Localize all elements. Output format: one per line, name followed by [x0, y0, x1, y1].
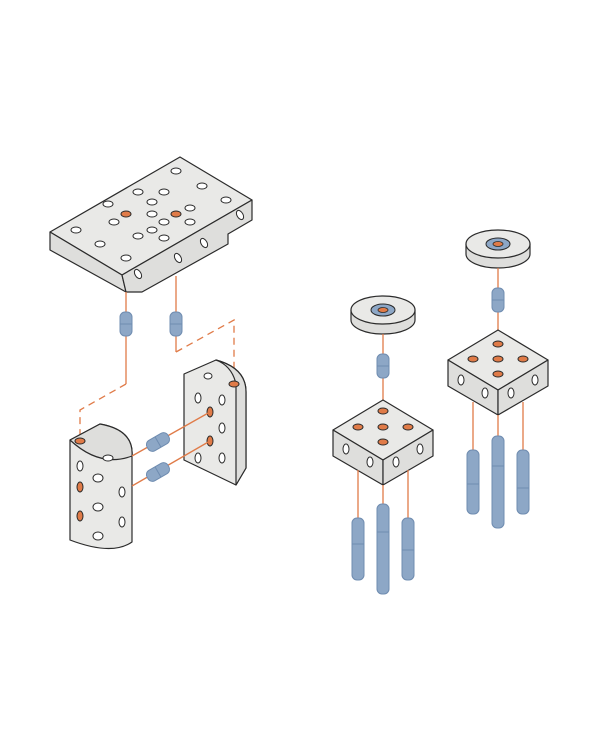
- dowel: [119, 311, 133, 337]
- long-peg: [376, 503, 390, 595]
- flat-side-curve: [215, 359, 247, 486]
- plate-holes: [70, 167, 232, 262]
- connector-line: [131, 440, 211, 487]
- long-peg: [466, 449, 480, 515]
- long-peg: [491, 435, 505, 529]
- cube-block-right: [447, 329, 549, 416]
- dowel: [169, 311, 183, 337]
- round-cap-middle: [350, 295, 416, 335]
- guide-line: [175, 318, 235, 384]
- long-peg: [401, 517, 415, 581]
- long-peg: [516, 449, 530, 515]
- long-peg: [351, 517, 365, 581]
- dowel: [376, 353, 390, 379]
- half-round-block: [69, 423, 133, 550]
- plate-side-face: [121, 199, 253, 293]
- dowel: [145, 462, 171, 482]
- plate-accent-hole: [170, 210, 182, 218]
- dowel: [491, 287, 505, 313]
- plate-accent-hole: [120, 210, 132, 218]
- guide-line: [79, 383, 127, 440]
- round-cap-right: [465, 229, 531, 269]
- dowel: [145, 432, 171, 452]
- flat-side-block: [183, 359, 247, 486]
- flat-plate: [49, 156, 253, 293]
- connector-line: [131, 411, 211, 457]
- cube-block-middle: [332, 399, 434, 486]
- cube-right-face: [497, 359, 549, 416]
